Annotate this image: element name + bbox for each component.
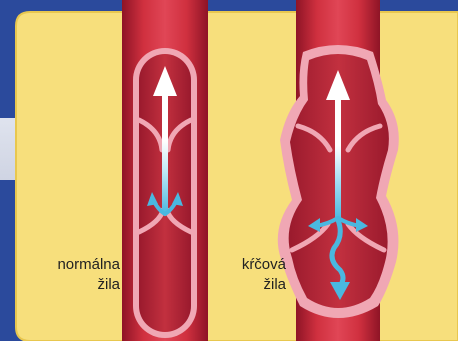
normal-vein-label-line2: žila — [28, 275, 120, 295]
normal-vein — [122, 0, 208, 341]
varicose-vein-label-line2: žila — [204, 275, 286, 295]
normal-vein-label: normálna žila — [28, 255, 120, 295]
normal-vein-label-line1: normálna — [28, 255, 120, 275]
varicose-vein-label: kŕčová žila — [204, 255, 286, 295]
varicose-vein-label-line1: kŕčová — [204, 255, 286, 275]
